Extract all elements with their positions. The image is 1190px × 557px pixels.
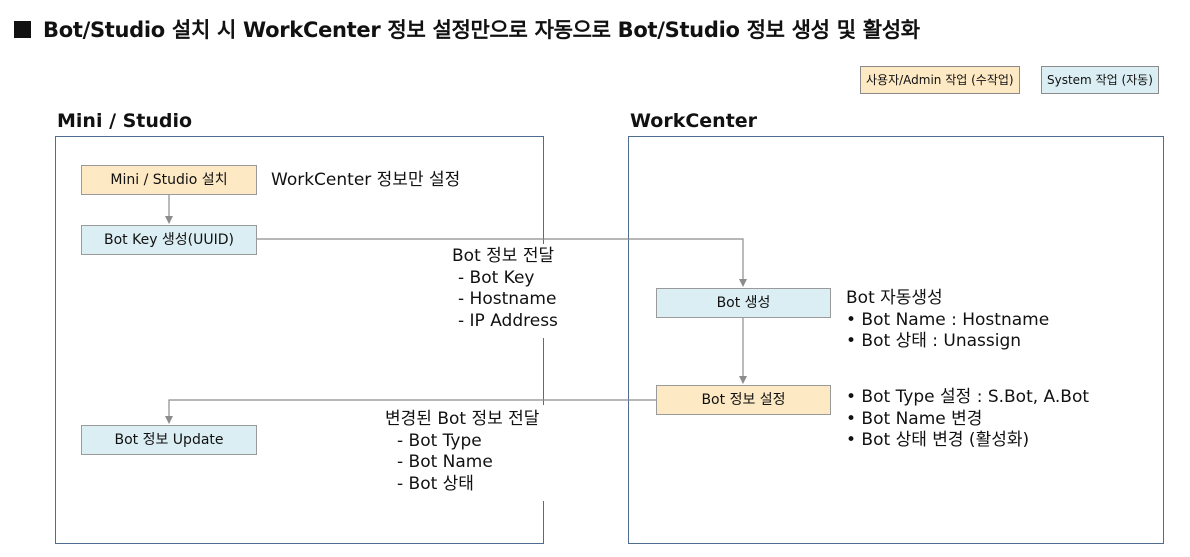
configure-note: • Bot Type 설정 : S.Bot, A.Bot • Bot Name … (846, 387, 1089, 452)
transfer-note: Bot 정보 전달 - Bot Key - Hostname - IP Addr… (452, 246, 558, 332)
transfer-item: - IP Address (458, 310, 558, 331)
arrow-botkey-to-create (257, 238, 747, 287)
changed-transfer-item: - Bot 상태 (397, 473, 474, 494)
workcenter-panel (628, 136, 1164, 544)
transfer-item: - Bot Key (458, 267, 535, 288)
install-step: Mini / Studio 설치 (81, 165, 257, 195)
arrow-configure-to-update (165, 399, 656, 424)
configure-item: • Bot Name 변경 (846, 408, 983, 429)
botkey-step: Bot Key 생성(UUID) (81, 225, 257, 255)
legend-system-task: System 작업 (자동) (1041, 66, 1159, 94)
changed-transfer-item: - Bot Type (397, 430, 482, 451)
border-gap-bottom (538, 405, 550, 501)
section-title-mini-studio: Mini / Studio (57, 110, 193, 132)
install-note: WorkCenter 정보만 설정 (271, 170, 461, 190)
auto-create-heading: Bot 자동생성 (846, 288, 943, 308)
auto-create-item: • Bot 상태 : Unassign (846, 331, 1022, 351)
mini-studio-panel (55, 136, 544, 544)
bot-configure-step: Bot 정보 설정 (656, 385, 831, 415)
border-gap-top (538, 244, 550, 338)
changed-transfer-heading: 변경된 Bot 정보 전달 (385, 409, 540, 429)
changed-transfer-note: 변경된 Bot 정보 전달 - Bot Type - Bot Name - Bo… (385, 409, 539, 495)
auto-create-note: Bot 자동생성 • Bot Name : Hostname • Bot 상태 … (846, 288, 1049, 353)
transfer-heading: Bot 정보 전달 (452, 246, 555, 266)
square-bullet-icon (14, 21, 31, 38)
auto-create-item: • Bot Name : Hostname (846, 309, 1050, 330)
transfer-item: - Hostname (458, 289, 557, 309)
page-title: Bot/Studio 설치 시 WorkCenter 정보 설정만으로 자동으로… (14, 14, 920, 44)
configure-item: • Bot 상태 변경 (활성화) (846, 430, 1030, 450)
page-title-text: Bot/Studio 설치 시 WorkCenter 정보 설정만으로 자동으로… (43, 18, 920, 42)
changed-transfer-item: - Bot Name (397, 452, 493, 472)
section-title-workcenter: WorkCenter (630, 110, 758, 132)
legend-user-task: 사용자/Admin 작업 (수작업) (860, 66, 1020, 94)
bot-update-step: Bot 정보 Update (81, 425, 257, 455)
bot-create-step: Bot 생성 (656, 288, 831, 318)
configure-item: • Bot Type 설정 : S.Bot, A.Bot (846, 387, 1090, 407)
